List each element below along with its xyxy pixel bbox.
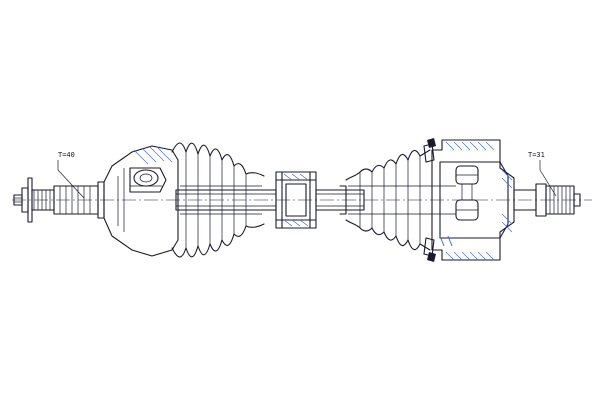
- damper-mass: [275, 171, 317, 229]
- right-boot: [345, 138, 436, 262]
- right-thread-text: T=31: [528, 151, 545, 159]
- left-thread-label: T=40: [57, 151, 85, 199]
- left-bolt: [13, 177, 55, 223]
- left-cv-joint-housing: [103, 145, 179, 257]
- shaft-right: [315, 185, 365, 215]
- right-splined-stub: [513, 183, 581, 217]
- left-boot: [171, 142, 265, 258]
- left-thread-text: T=40: [58, 151, 75, 159]
- right-thread-label: T=31: [528, 151, 557, 197]
- right-tripod-housing: [430, 139, 515, 261]
